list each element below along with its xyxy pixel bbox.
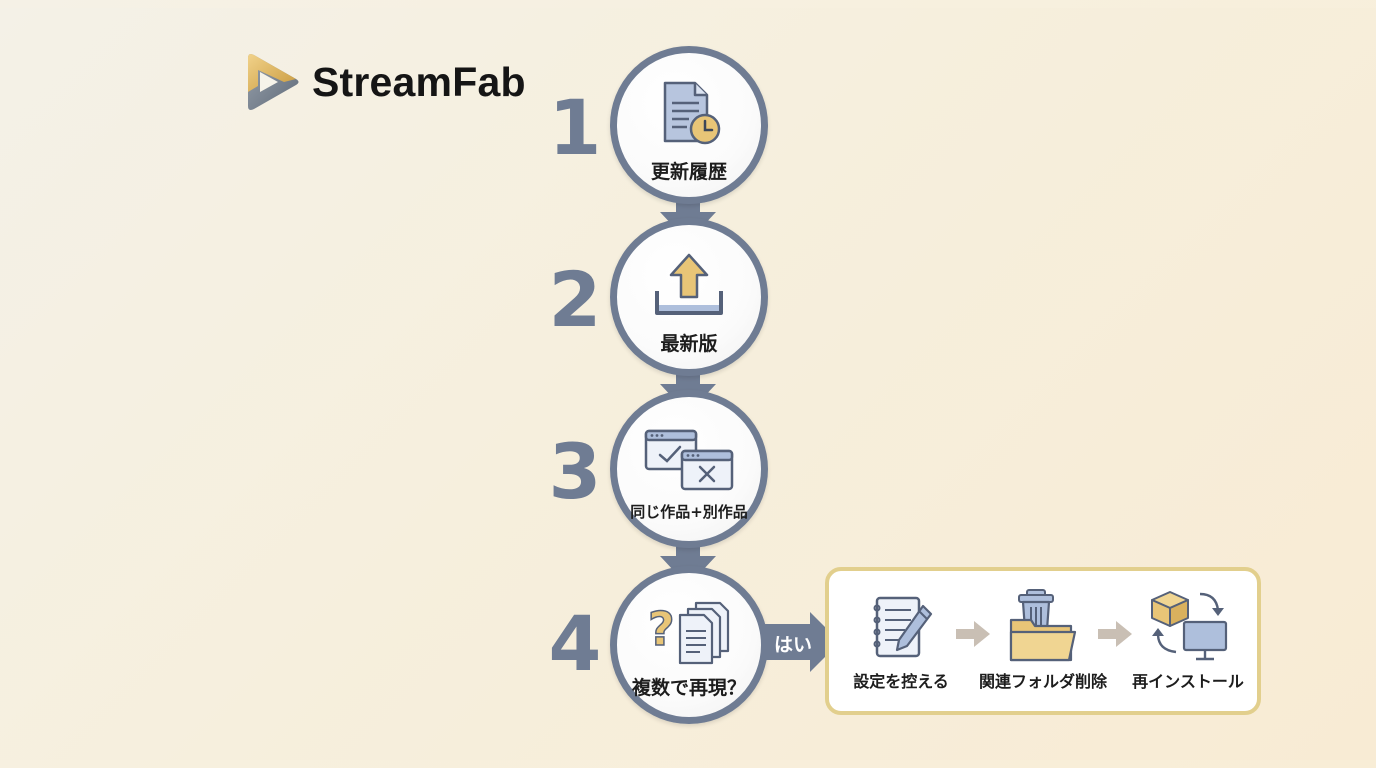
document-clock-icon	[663, 81, 721, 145]
step-number-1: 1	[548, 83, 602, 172]
step-4-label: 複数で再現？	[631, 677, 746, 699]
step-number-4: 4	[548, 599, 602, 688]
action-reinstall: 再インストール	[1124, 586, 1252, 692]
step-2-label: 最新版	[660, 333, 718, 355]
notebook-pencil-icon	[873, 596, 933, 658]
brand-logo: StreamFab	[244, 52, 526, 112]
action-1-label: 設定を控える	[853, 672, 949, 691]
step-number-3: 3	[548, 427, 602, 516]
play-logo-icon	[248, 54, 299, 110]
trash-folder-icon	[1009, 589, 1077, 662]
question-documents-icon: ?	[647, 601, 730, 665]
action-2-label: 関連フォルダ削除	[978, 672, 1107, 691]
step-1-label: 更新履歴	[650, 161, 727, 183]
action-delete-folder: 関連フォルダ削除	[974, 586, 1112, 692]
step-3-node: 同じ作品+別作品	[610, 390, 768, 548]
window-check-cross-icon	[644, 429, 734, 491]
flow-arrow-2-3	[660, 364, 716, 414]
connector-arrow-2	[1098, 621, 1132, 647]
upload-tray-icon	[655, 253, 723, 315]
action-3-label: 再インストール	[1132, 672, 1244, 691]
yes-branch-label: はい	[773, 634, 812, 656]
step-4-node: ? 複数で再現？	[610, 566, 768, 724]
step-1-node: 更新履歴	[610, 46, 768, 204]
flow-arrow-3-4	[660, 536, 716, 586]
step-3-label: 同じ作品+別作品	[630, 503, 748, 521]
box-monitor-reinstall-icon	[1151, 591, 1228, 661]
step-number-2: 2	[548, 255, 602, 344]
step-2-node: 最新版	[610, 218, 768, 376]
svg-text:?: ?	[648, 602, 675, 656]
connector-arrow-1	[956, 621, 990, 647]
yes-branch-arrow	[762, 612, 840, 672]
flow-arrow-1-2	[660, 192, 716, 242]
brand-name: StreamFab	[312, 58, 526, 105]
action-save-settings: 設定を控える	[842, 592, 960, 692]
